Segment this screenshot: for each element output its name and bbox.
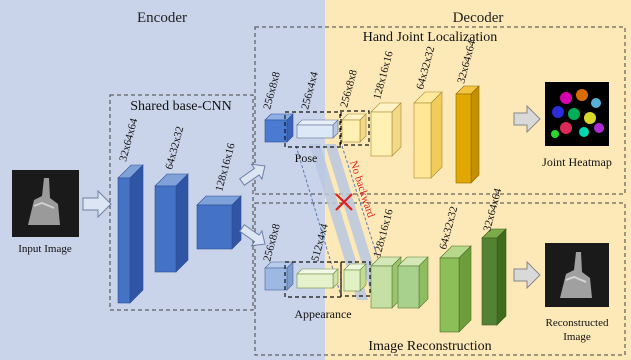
recon-layer-4	[370, 256, 402, 309]
recon-layer-3	[343, 263, 367, 292]
heatmap-arrow	[513, 104, 541, 134]
reconstructed-label-line1: Reconstructed	[546, 317, 609, 329]
encoder-layer-3	[196, 195, 242, 250]
pose-layer-4	[370, 102, 402, 157]
branch-arrow-up	[239, 163, 266, 186]
joint-heatmap-image	[545, 82, 609, 146]
pose-layer-3-highlight	[339, 110, 370, 146]
recon-layer-1	[264, 261, 294, 291]
pose-layer-2	[296, 119, 339, 139]
no-backward-band-1	[309, 144, 368, 300]
encoder-layer-2	[154, 173, 189, 273]
pose-layer-1	[264, 113, 294, 143]
no-backward-cross-icon	[335, 193, 353, 211]
branch-arrow-down	[239, 224, 266, 247]
hand-joint-box	[254, 26, 626, 195]
decoder-title: Decoder	[453, 10, 504, 26]
reconstructed-image	[545, 243, 609, 307]
input-image	[12, 170, 79, 237]
pose-layer-5	[413, 91, 443, 179]
appearance-label: Appearance	[294, 307, 351, 321]
recon-layer-5	[397, 256, 429, 309]
recon-layer-3-highlight	[340, 261, 371, 297]
input-arrow	[82, 189, 112, 219]
pose-highlight-box	[284, 111, 342, 148]
pose-layer-3	[341, 113, 367, 143]
no-backward-band-2	[325, 144, 384, 300]
encoder-title: Encoder	[137, 10, 187, 26]
recon-layer-6	[439, 245, 472, 333]
encoder-layer-1	[117, 164, 144, 304]
recon-layer-2	[296, 268, 339, 289]
recon-layer-7	[481, 228, 507, 326]
shared-cnn-box	[109, 94, 254, 311]
shared-cnn-title: Shared base-CNN	[130, 99, 231, 114]
pose-layer-6	[455, 85, 480, 184]
reconstructed-label-line2: Image	[563, 331, 591, 343]
recon-output-arrow	[513, 260, 541, 290]
image-recon-title: Image Reconstruction	[368, 339, 491, 354]
hand-joint-title: Hand Joint Localization	[363, 30, 498, 45]
pose-label: Pose	[295, 151, 318, 165]
joint-heatmap-label: Joint Heatmap	[542, 155, 612, 169]
input-image-label: Input Image	[18, 243, 72, 255]
image-recon-box	[254, 202, 626, 356]
